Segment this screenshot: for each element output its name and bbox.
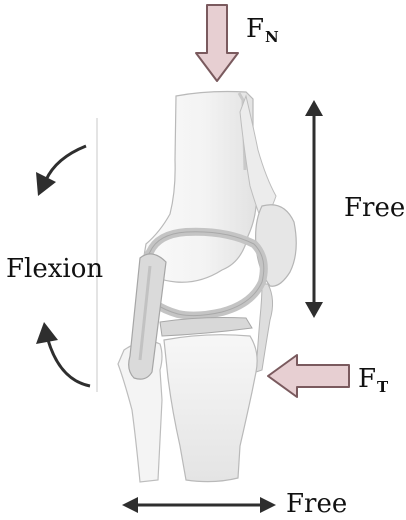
tangential-force-arrow — [268, 355, 349, 397]
vertical-free-label: Free — [344, 195, 405, 221]
flexion-label: Flexion — [6, 256, 103, 282]
knee-joint-model — [118, 92, 296, 483]
patellar-ligament — [256, 284, 273, 372]
tibia — [164, 335, 257, 482]
femur — [142, 92, 257, 283]
normal-force-label: FN — [246, 16, 279, 45]
normal-force-arrow — [196, 5, 238, 81]
tangential-force-label: FT — [358, 366, 388, 395]
horizontal-free-label: Free — [286, 491, 347, 517]
meniscus — [160, 318, 252, 337]
tangential-force-symbol: F — [358, 364, 376, 394]
flexion-lower-arrow — [36, 322, 90, 386]
horizontal-free-arrow — [122, 497, 276, 513]
tangential-force-subscript: T — [377, 378, 388, 396]
flexion-upper-arrow — [36, 146, 86, 196]
normal-force-symbol: F — [246, 14, 264, 44]
vertical-free-arrow — [305, 100, 323, 318]
normal-force-subscript: N — [265, 28, 279, 46]
